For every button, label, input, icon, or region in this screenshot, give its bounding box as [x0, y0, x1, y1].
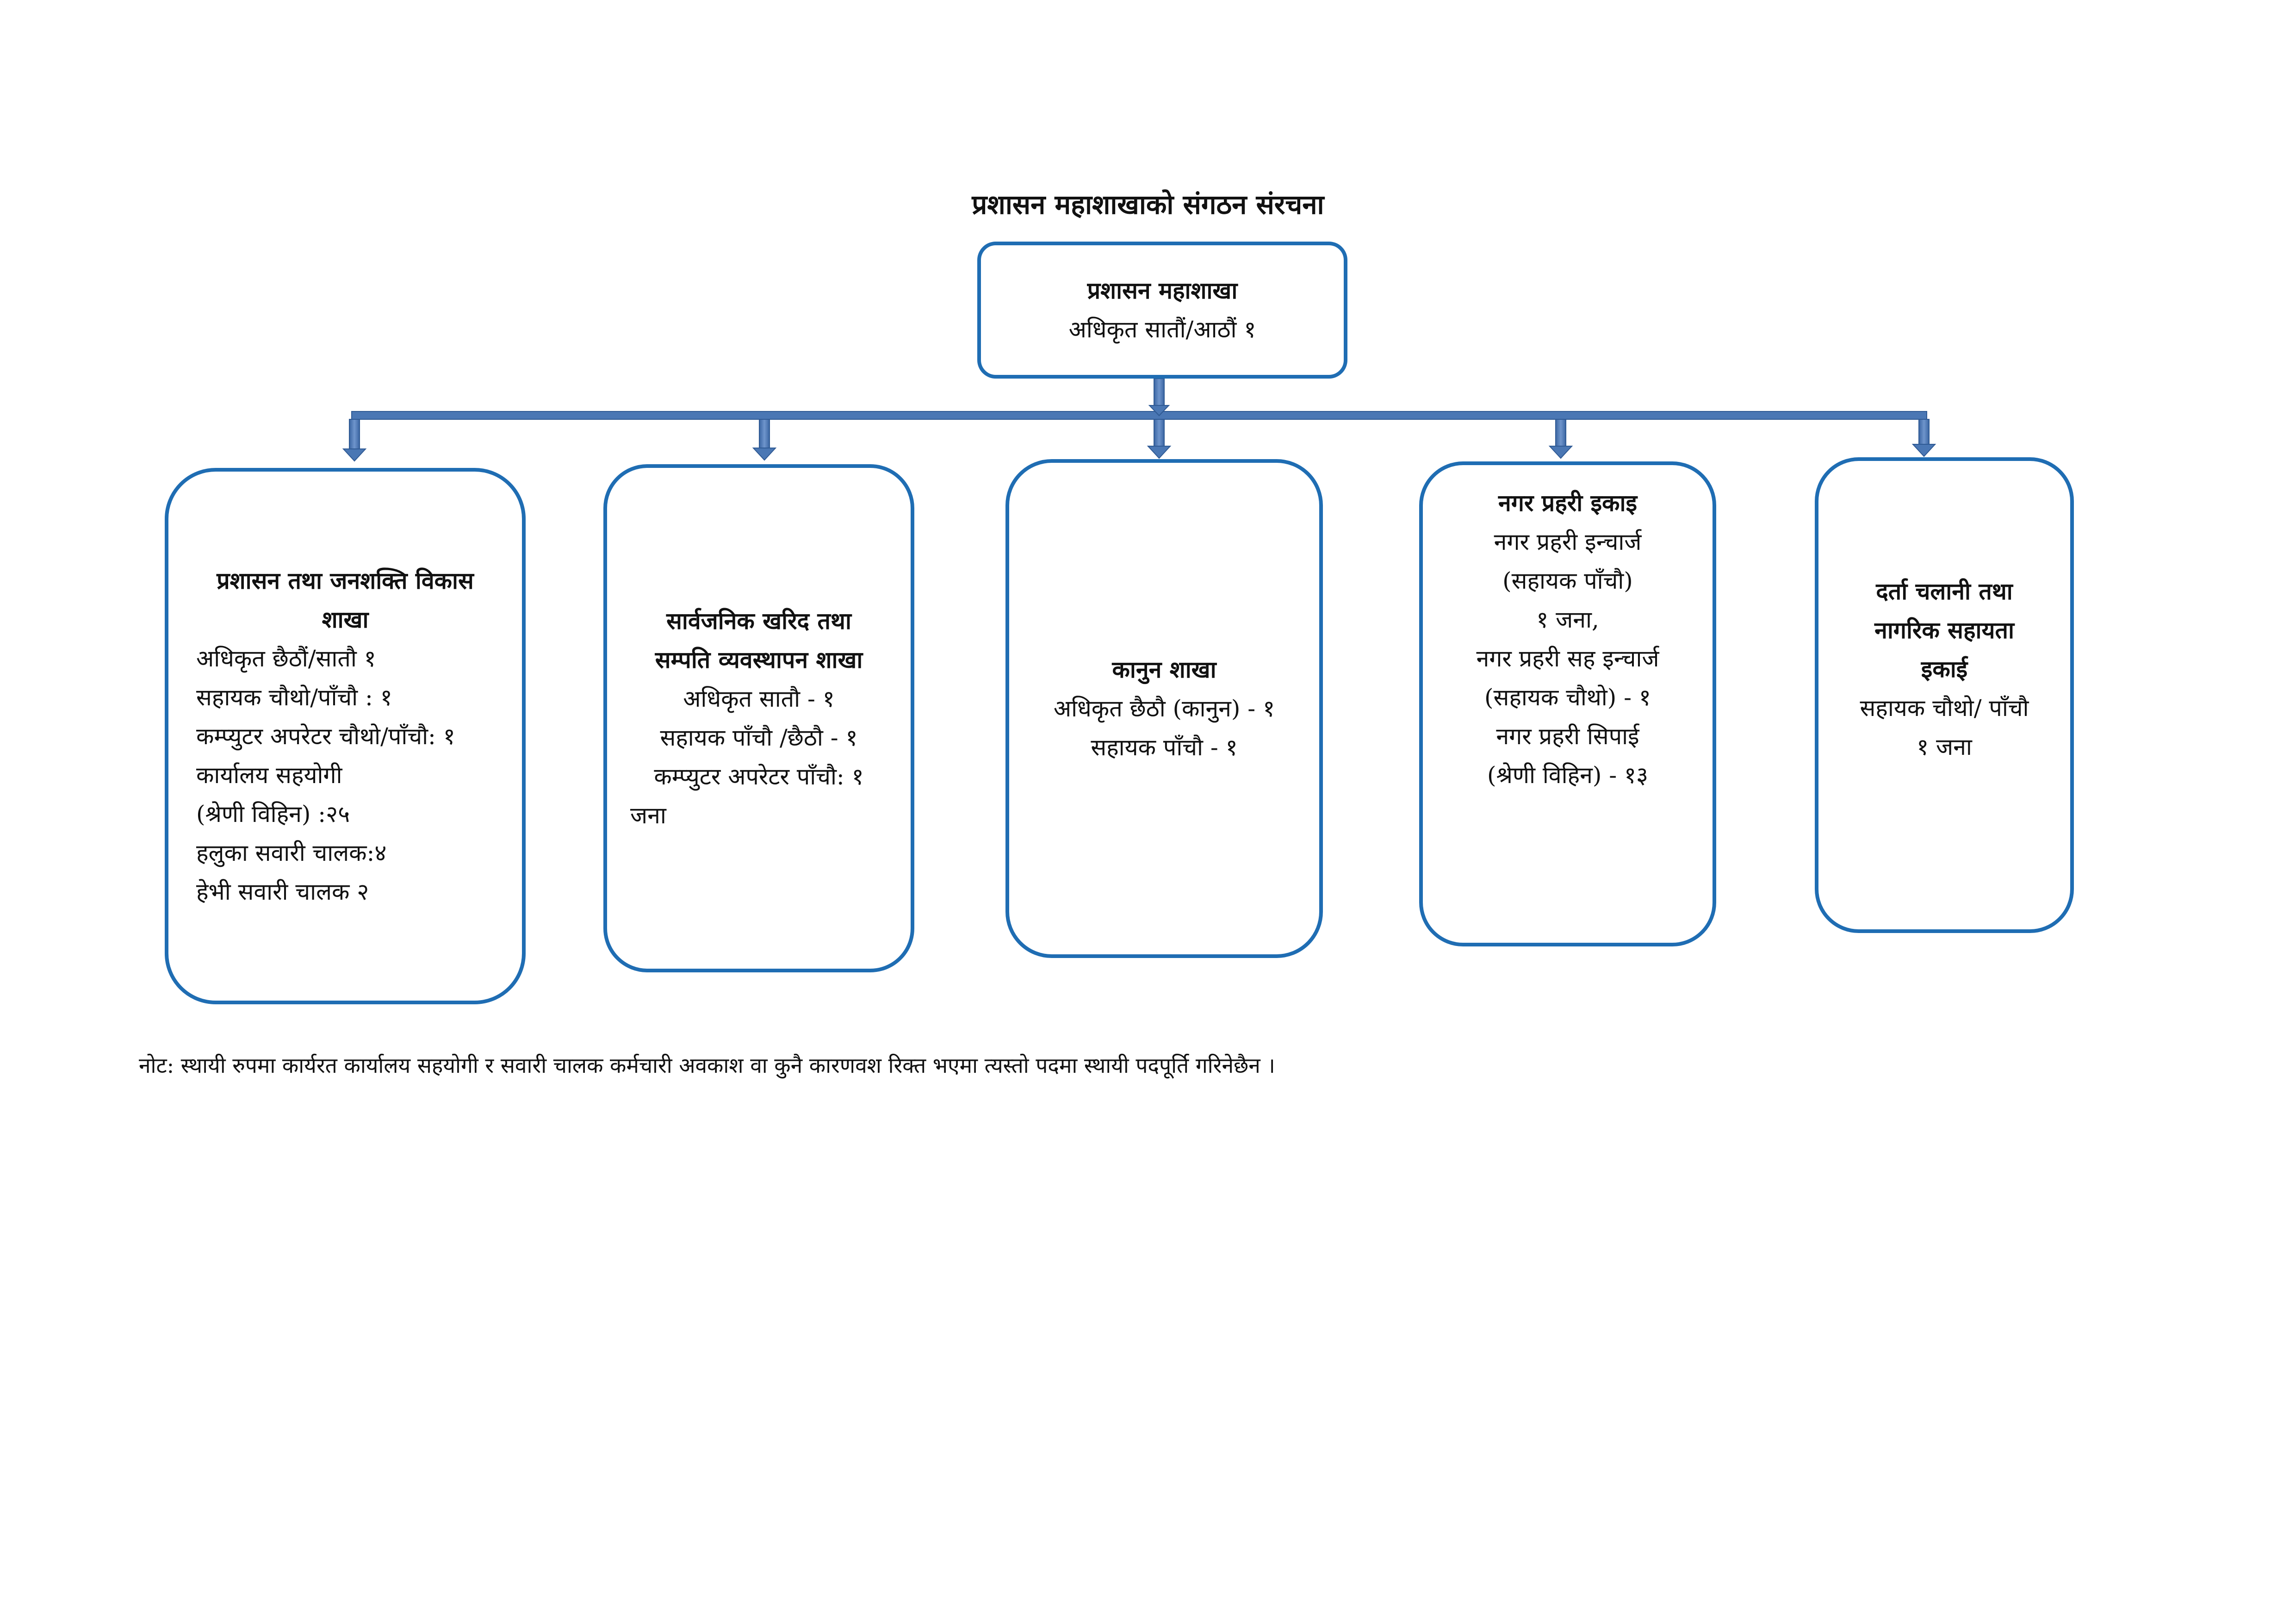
node-registry-citizen-help-unit: दर्ता चलानी तथा नागरिक सहायता इकाई सहायक…: [1815, 457, 2074, 933]
node-line: नगर प्रहरी सह इन्चार्ज: [1476, 645, 1659, 672]
node-head: दर्ता चलानी तथा: [1876, 578, 2013, 605]
node-line: १ जना,: [1536, 606, 1599, 633]
node-line: (श्रेणी विहिन) - १३: [1487, 762, 1649, 789]
chart-title: प्रशासन महाशाखाको संगठन संरचना: [972, 189, 1324, 220]
node-line: (सहायक चौथो) - १: [1484, 684, 1651, 711]
node-city-police-unit: नगर प्रहरी इकाइ नगर प्रहरी इन्चार्ज (सहा…: [1419, 461, 1716, 946]
footnote: नोट: स्थायी रुपमा कार्यरत कार्यालय सहयोग…: [139, 1053, 1275, 1078]
node-head: कानुन शाखा: [1112, 656, 1216, 683]
node-line: अधिकृत सातौ - १: [683, 685, 835, 712]
node-law-section: कानुन शाखा अधिकृत छैठौ (कानुन) - १ सहायक…: [1005, 459, 1323, 958]
node-line: अधिकृत छैठौं/सातौ १: [196, 645, 376, 672]
node-line: अधिकृत सातौं/आठौं १: [1068, 316, 1256, 343]
node-line: सहायक पाँचौ - १: [1091, 734, 1238, 761]
node-line: जना: [630, 802, 666, 829]
node-admin-hr-section: प्रशासन तथा जनशक्ति विकास शाखा अधिकृत छै…: [165, 468, 526, 1004]
node-line: नगर प्रहरी सिपाई: [1496, 723, 1639, 750]
arrow-to-branch-5: [1911, 419, 1936, 457]
node-line: (सहायक पाँचौ): [1502, 567, 1633, 594]
node-line: कार्यालय सहयोगी: [196, 761, 342, 789]
node-line: १ जना: [1917, 734, 1972, 760]
node-head: सम्पति व्यवस्थापन शाखा: [655, 647, 863, 673]
node-line: नगर प्रहरी इन्चार्ज: [1494, 529, 1642, 555]
node-line: कम्प्युटर अपरेटर पाँचौ: १: [654, 763, 864, 790]
node-head: शाखा: [322, 606, 369, 633]
node-line: (श्रेणी विहिन) :२५: [196, 800, 350, 828]
node-head: प्रशासन महाशाखा: [1087, 277, 1238, 304]
node-head: नगर प्रहरी इकाइ: [1498, 490, 1637, 516]
node-line: हलुका सवारी चालक:४: [196, 839, 387, 866]
node-line: हेभी सवारी चालक २: [196, 878, 369, 905]
arrow-to-branch-1: [342, 419, 367, 462]
node-head: प्रशासन तथा जनशक्ति विकास: [217, 567, 474, 594]
node-procurement-property-section: सार्वजनिक खरिद तथा सम्पति व्यवस्थापन शाख…: [603, 464, 914, 972]
node-head: इकाई: [1921, 656, 1968, 683]
node-head: सार्वजनिक खरिद तथा: [666, 608, 851, 635]
node-line: सहायक चौथो/ पाँचौ: [1860, 695, 2029, 722]
horizontal-connector: [351, 411, 1927, 420]
node-line: कम्प्युटर अपरेटर चौथो/पाँचौ: १: [196, 722, 455, 750]
node-head: नागरिक सहायता: [1874, 617, 2014, 644]
arrow-to-branch-2: [752, 419, 777, 461]
arrow-to-branch-3: [1147, 419, 1172, 459]
node-administration-division: प्रशासन महाशाखा अधिकृत सातौं/आठौं १: [977, 242, 1347, 379]
node-line: सहायक पाँचौ /छैठौ - १: [660, 724, 858, 751]
node-line: सहायक चौथो/पाँचौ : १: [196, 684, 392, 711]
node-line: अधिकृत छैठौ (कानुन) - १: [1053, 695, 1275, 722]
arrow-to-branch-4: [1548, 419, 1573, 459]
arrow-main-stem: [1148, 378, 1170, 417]
